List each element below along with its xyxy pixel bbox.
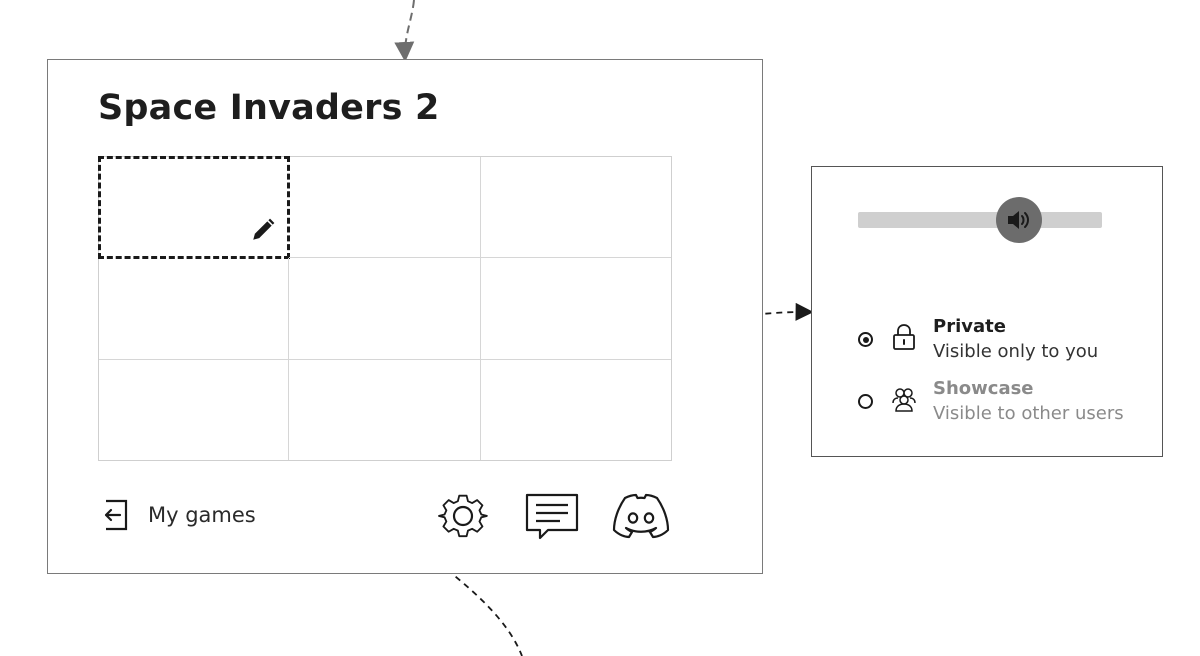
my-games-label: My games [148,503,256,527]
my-games-link[interactable]: My games [100,498,256,532]
grid-cell[interactable] [289,360,481,460]
grid-cell[interactable] [99,258,289,360]
discord-button[interactable] [611,490,671,542]
grid-cell-selected[interactable] [98,156,290,259]
grid-cell[interactable] [289,258,481,360]
showcase-subtitle: Visible to other users [933,403,1124,424]
users-icon [892,388,916,412]
grid-cell[interactable] [289,157,481,258]
game-title: Space Invaders 2 [98,88,440,128]
grid-cell[interactable] [481,258,671,360]
grid-cell[interactable] [481,157,671,258]
private-title: Private [933,316,1006,337]
volume-knob[interactable] [996,197,1043,243]
settings-button[interactable] [437,490,489,542]
volume-slider[interactable] [858,197,1102,243]
visibility-option-showcase[interactable]: Showcase Visible to other users [858,377,1124,427]
discord-icon [612,493,670,539]
chat-bubble-icon [525,493,579,540]
exit-icon [104,499,128,531]
incoming-arrow [394,0,415,62]
gear-icon [438,494,488,538]
settings-panel: Private Visible only to you Showcase Vis… [811,166,1163,457]
private-subtitle: Visible only to you [933,341,1099,362]
lock-icon [893,324,915,350]
speaker-icon [1008,211,1030,229]
showcase-title: Showcase [933,378,1034,399]
level-grid [98,156,672,461]
game-card: Space Invaders 2 My games [47,59,763,574]
radio-showcase[interactable] [858,394,873,409]
chat-button[interactable] [524,490,580,542]
grid-cell[interactable] [99,360,289,460]
radio-private[interactable] [858,332,873,347]
grid-cell[interactable] [481,360,671,460]
volume-track[interactable] [858,212,1102,228]
pencil-icon[interactable] [250,217,276,243]
visibility-option-private[interactable]: Private Visible only to you [858,315,1098,365]
